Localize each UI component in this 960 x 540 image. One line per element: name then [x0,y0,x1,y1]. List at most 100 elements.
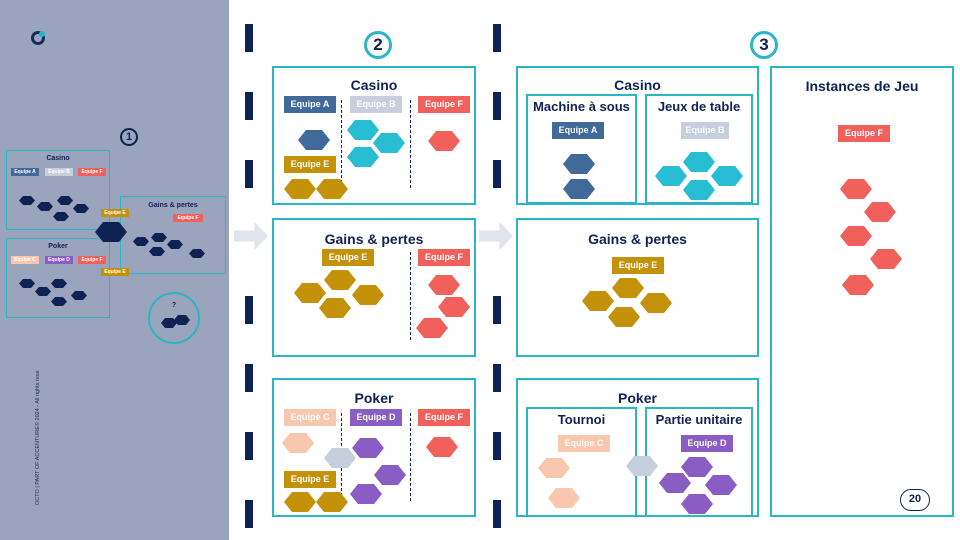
page-number-badge: 20 [900,489,930,511]
hex-icon [53,212,69,221]
tag-equipe-f: Equipe F [418,249,470,266]
hex-icon [683,152,715,172]
hex-icon [538,458,570,478]
hex-icon [416,318,448,338]
separator-segment [493,296,501,324]
hex-icon [95,222,127,242]
hex-icon [582,291,614,311]
separator-segment [245,296,253,324]
hex-icon [189,249,205,258]
hex-icon [284,492,316,512]
hex-icon [840,179,872,199]
hex-icon [324,270,356,290]
gains-split-title: Gains & pertes [588,231,687,247]
tag-equipe-d: Equipe D [350,409,402,426]
poker-split-box: Poker Tournoi Equipe C Partie unitaire E… [516,378,759,517]
hex-icon [659,473,691,493]
overview-tag-d: Equipe D [45,256,73,264]
hex-icon [640,293,672,313]
hex-icon [73,204,89,213]
hex-icon [37,202,53,211]
hex-icon [840,226,872,246]
context-divider [341,100,342,188]
hex-icon [133,237,149,246]
hex-icon [284,179,316,199]
overview-casino-title: Casino [46,155,70,162]
separator-segment [493,364,501,392]
hex-icon [51,297,67,306]
separator-segment [245,432,253,460]
hex-icon [161,318,177,328]
casino-context-box: Casino Equipe A Equipe B Equipe F Equipe… [272,66,476,205]
hex-icon [149,247,165,256]
hex-icon [282,433,314,453]
step-2-badge: 2 [364,31,392,59]
context-divider [410,413,411,501]
hex-icon [612,278,644,298]
hex-icon [167,240,183,249]
casino-title: Casino [350,77,398,93]
overview-tag-e1: Equipe E [101,209,129,217]
hex-icon [563,154,595,174]
partie-unitaire-title: Partie unitaire [655,412,743,427]
tag-equipe-e: Equipe E [612,257,664,274]
hex-icon [298,130,330,150]
tag-equipe-c: Equipe C [284,409,336,426]
hex-icon [608,307,640,327]
hex-icon [870,249,902,269]
separator-segment [493,160,501,188]
instances-de-jeu-box: Instances de Jeu Equipe F [770,66,954,517]
hex-icon [316,492,348,512]
overview-tag-b: Equipe B [45,168,73,176]
separator-segment [245,364,253,392]
hex-icon [151,233,167,242]
tag-equipe-f: Equipe F [418,409,470,426]
tag-equipe-f: Equipe F [418,96,470,113]
jeux-de-table-box: Jeux de table Equipe B [645,94,753,204]
poker-split-title: Poker [618,390,657,406]
overview-tag-f: Equipe F [78,168,106,176]
hex-icon [548,488,580,508]
separator-segment [493,500,501,528]
separator-segment [493,432,501,460]
copyright-text: OCTO | PART OF ACCENTURE© 2024 - All rig… [35,370,41,505]
partie-unitaire-box: Partie unitaire Equipe D [645,407,753,517]
hex-icon [438,297,470,317]
overview-poker-box: Poker Equipe C Equipe D Equipe F [6,238,110,318]
overview-tag-c: Equipe C [11,256,39,264]
octo-logo-icon [31,31,45,45]
machine-a-sous-title: Machine à sous [533,99,630,114]
hex-icon [683,180,715,200]
overview-poker-title: Poker [48,243,68,250]
tag-equipe-b: Equipe B [350,96,402,113]
hex-icon [57,196,73,205]
separator-segment [245,24,253,52]
unknown-circle: ? [148,292,200,344]
hex-icon [428,275,460,295]
hex-icon [51,279,67,288]
context-divider [410,252,411,340]
hex-icon [563,179,595,199]
tag-equipe-e: Equipe E [322,249,374,266]
overview-sidebar: 1 Casino Equipe A Equipe B Equipe F Poke… [0,0,229,540]
hex-icon [352,285,384,305]
hex-icon [174,315,190,325]
hex-icon [842,275,874,295]
hex-icon [324,448,356,468]
context-divider [410,100,411,188]
overview-gains-box: Gains & pertes Equipe F [120,196,226,274]
overview-tag-f2: Equipe F [78,256,106,264]
hex-icon [71,291,87,300]
hex-icon [347,120,379,140]
tag-equipe-d: Equipe D [681,435,733,452]
tag-equipe-a: Equipe A [552,122,604,139]
poker-title: Poker [354,390,394,406]
separator-segment [245,500,253,528]
tag-equipe-e: Equipe E [284,156,336,173]
hex-icon [681,457,713,477]
tournoi-title: Tournoi [557,412,606,427]
jeux-de-table-title: Jeux de table [657,99,741,114]
tag-equipe-f: Equipe F [838,125,890,142]
machine-a-sous-box: Machine à sous Equipe A [526,94,637,204]
arrow-right-icon [479,222,513,250]
